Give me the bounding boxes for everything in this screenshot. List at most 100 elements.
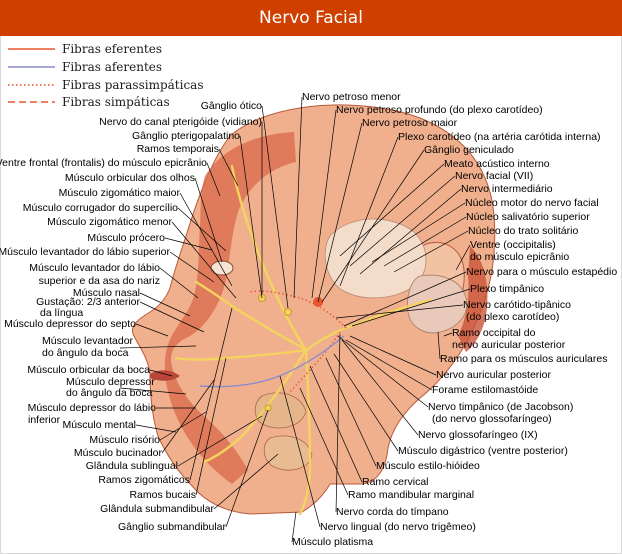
- label-zygomatic-branches: Ramos zigomáticos: [98, 474, 190, 486]
- label-depressor-labii-2: inferior: [28, 414, 61, 426]
- label-chorda-tympani: Nervo corda do tímpano: [336, 506, 449, 518]
- leader-lines: [119, 96, 471, 543]
- head-illustration: [132, 104, 496, 516]
- label-superior-salivatory-nucleus: Núcleo salivatório superior: [466, 211, 590, 223]
- leader-line: [119, 345, 197, 349]
- label-levator-labii-alaeque-2: superior e da asa do nariz: [39, 275, 160, 287]
- label-levator-labii: Músculo levantador do lábio superior: [0, 246, 170, 258]
- leader-line: [194, 177, 223, 263]
- leader-line: [351, 288, 471, 327]
- leader-line: [317, 122, 363, 303]
- legend-label: Fibras parassimpáticas: [62, 78, 204, 92]
- leader-line: [349, 335, 437, 376]
- leader-line: [335, 304, 464, 319]
- leader-line: [437, 331, 441, 360]
- facial-nerve-diagram: Fibras eferentes Fibras aferentes Fibras…: [0, 42, 617, 548]
- brainstem: [407, 274, 468, 334]
- label-stapedius-nerve: Nervo para o músculo estapédio: [466, 266, 617, 278]
- leader-line: [371, 202, 466, 263]
- occipital-muscle: [458, 246, 488, 352]
- leader-line: [279, 375, 321, 528]
- label-digastric: Músculo digástrico (ventre posterior): [398, 445, 568, 457]
- label-carotid-plexus: Plexo carotídeo (na artéria carótida int…: [398, 131, 601, 143]
- leader-line: [335, 333, 341, 513]
- leader-line: [164, 237, 213, 251]
- leader-line: [135, 424, 177, 433]
- leader-line: [159, 411, 207, 441]
- label-occipital-branch-1: Ramo occipital do: [452, 327, 536, 339]
- lips: [150, 370, 180, 381]
- leader-line: [177, 415, 263, 467]
- label-mentalis: Músculo mental: [62, 419, 136, 431]
- muscle-layer: [164, 132, 296, 484]
- label-levator-labii-alaeque-1: Músculo levantador do lábio: [29, 262, 160, 274]
- leader-line: [206, 162, 221, 197]
- label-internal-acoustic-meatus: Meato acústico interno: [444, 158, 550, 170]
- leader-line: [218, 148, 239, 187]
- label-pterygopalatine-ganglion: Gânglio pterigopalatino: [132, 130, 240, 142]
- leader-line: [393, 230, 469, 273]
- nerve-branch-buccal: [174, 348, 308, 361]
- leader-line: [309, 365, 363, 483]
- leader-line: [333, 353, 399, 452]
- leader-line: [139, 301, 205, 333]
- label-occipital-belly-1: Ventre (occipitalis): [470, 239, 556, 251]
- label-caroticotympanic-2: (do plexo carotídeo): [466, 311, 559, 323]
- label-glossopharyngeal: Nervo glossofaríngeo (IX): [418, 429, 538, 441]
- legend: Fibras eferentes Fibras aferentes Fibras…: [8, 42, 204, 109]
- leader-line: [171, 221, 237, 299]
- leader-line: [159, 267, 199, 299]
- label-solitary-nucleus: Núcleo do trato solitário: [468, 225, 578, 237]
- label-depressor-labii-1: Músculo depressor do lábio: [28, 402, 157, 414]
- label-vidian-nerve: Nervo do canal pterigóide (vidiano): [99, 116, 262, 128]
- leader-line: [189, 307, 233, 481]
- legend-label: Fibras eferentes: [62, 42, 162, 56]
- leader-line: [383, 216, 467, 267]
- label-zygomaticus-minor: Músculo zigomático menor: [47, 216, 172, 228]
- label-temporal-branches: Ramos temporais: [137, 143, 219, 155]
- label-orbicularis-oris: Músculo orbicular da boca: [27, 364, 150, 376]
- label-lesser-petrosal: Nervo petroso menor: [302, 91, 401, 103]
- label-cervical-branch: Ramo cervical: [362, 476, 429, 488]
- labels-left: Gânglio ótico Nervo do canal pterigóide …: [0, 100, 262, 533]
- labels-right: Nervo petroso menor Nervo petroso profun…: [292, 91, 617, 548]
- label-auricular-muscles-branch: Ramo para os músculos auriculares: [440, 353, 608, 365]
- leader-line: [339, 163, 445, 257]
- label-marginal-mandibular: Ramo mandibular marginal: [348, 489, 474, 501]
- leader-line: [349, 175, 456, 267]
- facial-nerve-branches: [174, 164, 432, 516]
- legend-label: Fibras simpáticas: [62, 95, 170, 109]
- label-facial-nerve: Nervo facial (VII): [455, 170, 533, 182]
- leader-line: [139, 292, 191, 317]
- salivary-gland: [254, 392, 307, 429]
- label-nervus-intermedius: Nervo intermediário: [461, 183, 553, 195]
- label-greater-petrosal: Nervo petroso maior: [362, 117, 458, 129]
- label-depressor-septi: Músculo depressor do septo: [4, 318, 136, 330]
- label-otic-ganglion: Gânglio ótico: [201, 100, 262, 112]
- leader-line: [179, 192, 233, 287]
- label-stylomastoid-foramen: Forame estilomastóide: [432, 384, 538, 396]
- label-levator-anguli-1: Músculo levantador: [42, 335, 134, 347]
- legend-label: Fibras aferentes: [62, 60, 162, 74]
- label-corrugator: Músculo corrugador do supercílio: [23, 202, 178, 214]
- leader-line: [119, 387, 187, 395]
- label-stylohyoid: Músculo estilo-hióideo: [376, 460, 480, 472]
- page-title: Nervo Facial: [0, 0, 622, 36]
- leader-line: [325, 357, 377, 467]
- label-taste-2: da língua: [40, 307, 83, 319]
- leader-line: [291, 511, 297, 543]
- fiber-lingual: [199, 335, 345, 388]
- label-zygomaticus-major: Músculo zigomático maior: [59, 187, 181, 199]
- label-tympanic-nerve-1: Nervo timpânico (de Jacobson): [428, 401, 573, 413]
- afferent-fibers: [199, 335, 345, 388]
- leader-line: [337, 335, 429, 408]
- leader-line: [261, 105, 289, 309]
- leader-line: [345, 339, 433, 391]
- leader-line: [177, 207, 227, 252]
- leader-line: [239, 135, 263, 299]
- label-deep-petrosal: Nervo petroso profundo (do plexo carotíd…: [336, 104, 543, 116]
- label-taste-1: Gustação: 2/3 anterior: [36, 296, 140, 308]
- label-geniculate-ganglion: Gânglio geniculado: [424, 144, 514, 156]
- label-depressor-anguli-1: Músculo depressor: [66, 376, 155, 388]
- leader-line: [443, 332, 453, 337]
